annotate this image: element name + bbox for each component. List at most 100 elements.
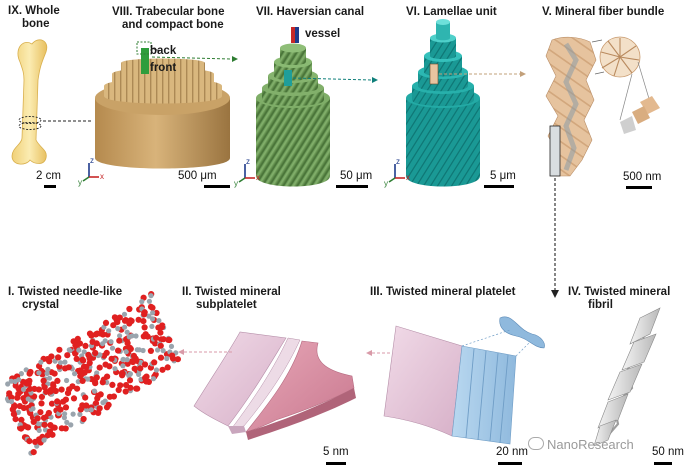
metal-atom xyxy=(62,415,67,420)
scale-label-ii: 5 nm xyxy=(323,446,349,458)
panel-ix-title: IX. Whole bone xyxy=(8,5,60,31)
metal-atom xyxy=(92,389,97,394)
scale-label-vi: 5 μm xyxy=(490,170,516,182)
oxygen-atom xyxy=(103,320,109,326)
metal-atom xyxy=(47,376,52,381)
scale-label-iii: 20 nm xyxy=(496,446,528,458)
metal-atom xyxy=(67,347,72,352)
oxygen-atom xyxy=(85,352,91,358)
oxygen-atom xyxy=(46,358,52,364)
oxygen-atom xyxy=(81,416,87,422)
metal-atom xyxy=(37,428,42,433)
twisted-fibril-illustration xyxy=(594,308,660,446)
oxygen-atom xyxy=(41,422,47,428)
metal-atom xyxy=(9,399,14,404)
oxygen-atom xyxy=(123,388,129,394)
oxygen-atom xyxy=(41,378,47,384)
oxygen-atom xyxy=(74,356,80,362)
watermark: NanoResearch xyxy=(528,437,634,452)
oxygen-atom xyxy=(129,318,135,324)
oxygen-atom xyxy=(47,389,53,395)
oxygen-atom xyxy=(175,356,181,362)
oxygen-atom xyxy=(82,395,88,401)
axis-z-label-ix: z xyxy=(90,156,94,165)
metal-atom xyxy=(89,407,94,412)
axis-x-label-vii: x xyxy=(256,173,260,182)
oxygen-atom xyxy=(165,364,171,370)
oxygen-atom xyxy=(100,379,106,385)
oxygen-atom xyxy=(109,356,115,362)
oxygen-atom xyxy=(106,402,112,408)
oxygen-atom xyxy=(127,377,133,383)
oxygen-atom xyxy=(47,428,53,434)
callout-back: back xyxy=(150,45,176,58)
panel-ii-title-line1: II. Twisted mineral xyxy=(182,286,281,299)
metal-atom xyxy=(108,339,113,344)
oxygen-atom xyxy=(148,348,154,354)
metal-atom xyxy=(151,376,156,381)
axis-y-label-vi: y xyxy=(384,179,388,188)
oxygen-atom xyxy=(26,378,32,384)
oxygen-atom xyxy=(83,364,89,370)
axes-triad-ix xyxy=(83,163,99,181)
oxygen-atom xyxy=(95,393,101,399)
oxygen-atom xyxy=(158,343,164,349)
axis-x-label-ix: x xyxy=(100,172,104,181)
oxygen-atom xyxy=(126,306,132,312)
axis-z-label-vii: z xyxy=(246,157,250,166)
oxygen-atom xyxy=(77,367,83,373)
oxygen-atom xyxy=(41,415,47,421)
scale-bar-ix xyxy=(44,185,56,188)
panel-i-title: I. Twisted needle-like crystal xyxy=(8,286,122,312)
metal-atom xyxy=(161,348,166,353)
oxygen-atom xyxy=(116,387,122,393)
axis-z-label-vi: z xyxy=(396,157,400,166)
metal-atom xyxy=(148,293,153,298)
oxygen-atom xyxy=(132,366,138,372)
metal-atom xyxy=(125,330,130,335)
panel-viii-title-line1: VIII. Trabecular bone xyxy=(112,6,224,19)
oxygen-atom xyxy=(148,304,154,310)
oxygen-atom xyxy=(104,350,110,356)
oxygen-atom xyxy=(123,317,129,323)
oxygen-atom xyxy=(71,338,77,344)
oxygen-atom xyxy=(11,411,17,417)
metal-atom xyxy=(169,344,174,349)
metal-atom xyxy=(112,366,117,371)
oxygen-atom xyxy=(127,345,133,351)
metal-atom xyxy=(149,324,154,329)
axes-triad-vi xyxy=(389,164,405,182)
metal-atom xyxy=(147,299,152,304)
panel-i-title-line2: crystal xyxy=(8,299,122,312)
oxygen-atom xyxy=(97,365,103,371)
oxygen-atom xyxy=(82,343,88,349)
metal-atom xyxy=(120,363,125,368)
oxygen-atom xyxy=(95,410,101,416)
oxygen-atom xyxy=(64,352,70,358)
metal-atom xyxy=(36,370,41,375)
metal-atom xyxy=(127,334,132,339)
metal-atom xyxy=(103,338,108,343)
oxygen-atom xyxy=(57,407,63,413)
scale-bar-iii xyxy=(498,462,522,465)
panel-iii-title: III. Twisted mineral platelet xyxy=(370,286,516,299)
metal-atom xyxy=(58,360,63,365)
oxygen-atom xyxy=(31,449,37,455)
scale-label-v: 500 nm xyxy=(623,171,661,183)
scale-label-viii: 500 μm xyxy=(178,170,217,182)
oxygen-atom xyxy=(104,374,110,380)
compact-bone-illustration xyxy=(95,42,238,169)
oxygen-atom xyxy=(53,388,59,394)
oxygen-atom xyxy=(116,338,122,344)
oxygen-atom xyxy=(151,359,157,365)
oxygen-atom xyxy=(80,358,86,364)
mineral-fiber-bundle-illustration xyxy=(546,37,660,298)
oxygen-atom xyxy=(142,375,148,381)
scale-bar-iv xyxy=(654,462,672,465)
oxygen-atom xyxy=(134,386,140,392)
oxygen-atom xyxy=(56,347,62,353)
panel-viii-title: VIII. Trabecular bone and compact bone xyxy=(112,6,224,32)
oxygen-atom xyxy=(87,331,93,337)
oxygen-atom xyxy=(109,382,115,388)
